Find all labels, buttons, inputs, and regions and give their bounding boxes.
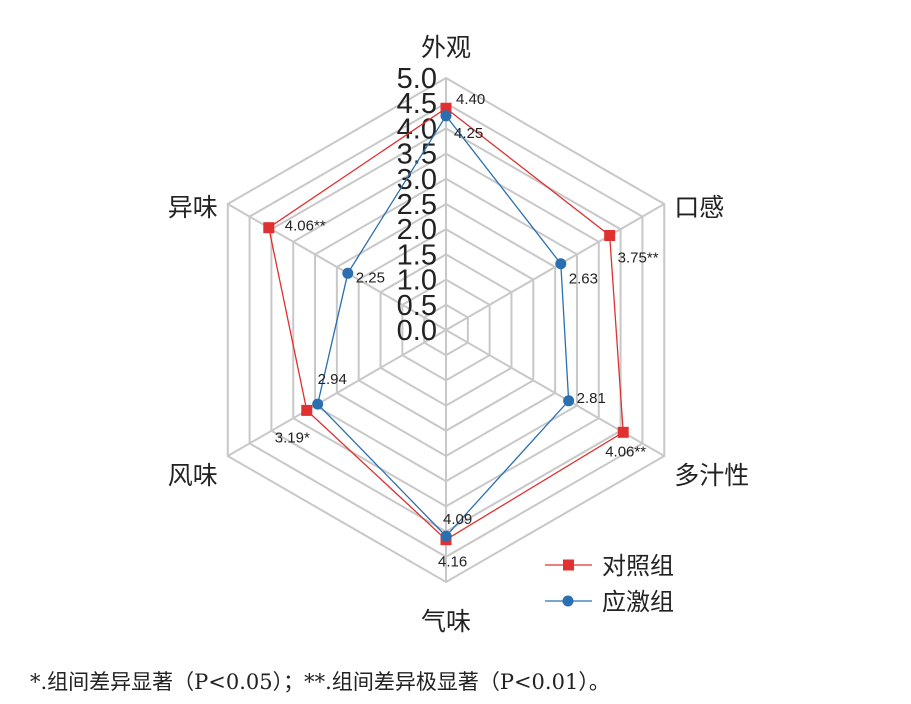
series-line-1 [316,114,570,538]
grid-spoke [445,203,665,331]
data-point-square [440,102,452,114]
data-point-square [617,426,629,438]
data-point-square [301,404,313,416]
tick-label: 3.5 [397,139,437,171]
data-point-circle [563,395,575,407]
grid-spoke [227,329,447,457]
legend-marker-circle [562,595,574,607]
tick-label: 1.5 [397,239,437,271]
legend-label: 对照组 [602,552,674,580]
axis-label-4: 风味 [168,461,218,490]
axis-label-5: 异味 [168,193,218,222]
tick-label: 4.5 [397,88,437,120]
data-label: 4.09 [443,511,472,528]
data-label: 4.25 [454,125,483,142]
data-label: 4.40 [456,91,485,108]
tick-label: 3.0 [397,164,437,196]
footnote: *.组间差异显著（P<0.05）；**.组间差异极显著（P<0.01）。 [30,670,610,694]
legend-marker-square [563,559,574,571]
data-point-circle [440,530,452,542]
tick-label: 5.0 [397,63,437,95]
data-label: 2.63 [569,271,598,288]
tick-label: 1.0 [397,265,437,297]
axis-label-3: 气味 [421,607,471,636]
data-point-circle [555,258,567,270]
data-label: 2.94 [318,371,347,388]
data-point-circle [342,267,354,279]
tick-label: 2.5 [397,189,437,221]
tick-label: 0.5 [397,290,437,322]
legend-label: 应激组 [602,588,674,616]
tick-label: 2.0 [397,214,437,246]
data-point-square [263,222,275,234]
axis-label-2: 多汁性 [674,461,749,490]
axis-label-1: 口感 [674,193,724,222]
data-point-circle [440,110,452,122]
data-label: 4.16 [438,554,467,571]
data-label: 4.06** [605,443,646,460]
data-label: 4.06** [285,218,326,235]
axis-label-0: 外观 [421,33,471,62]
data-point-circle [312,398,324,410]
data-label: 2.81 [577,390,606,407]
data-point-square [604,230,616,241]
data-label: 3.19* [275,429,310,446]
tick-label: 0.0 [397,315,437,347]
data-label: 3.75** [618,250,659,267]
data-label: 2.25 [356,269,385,286]
